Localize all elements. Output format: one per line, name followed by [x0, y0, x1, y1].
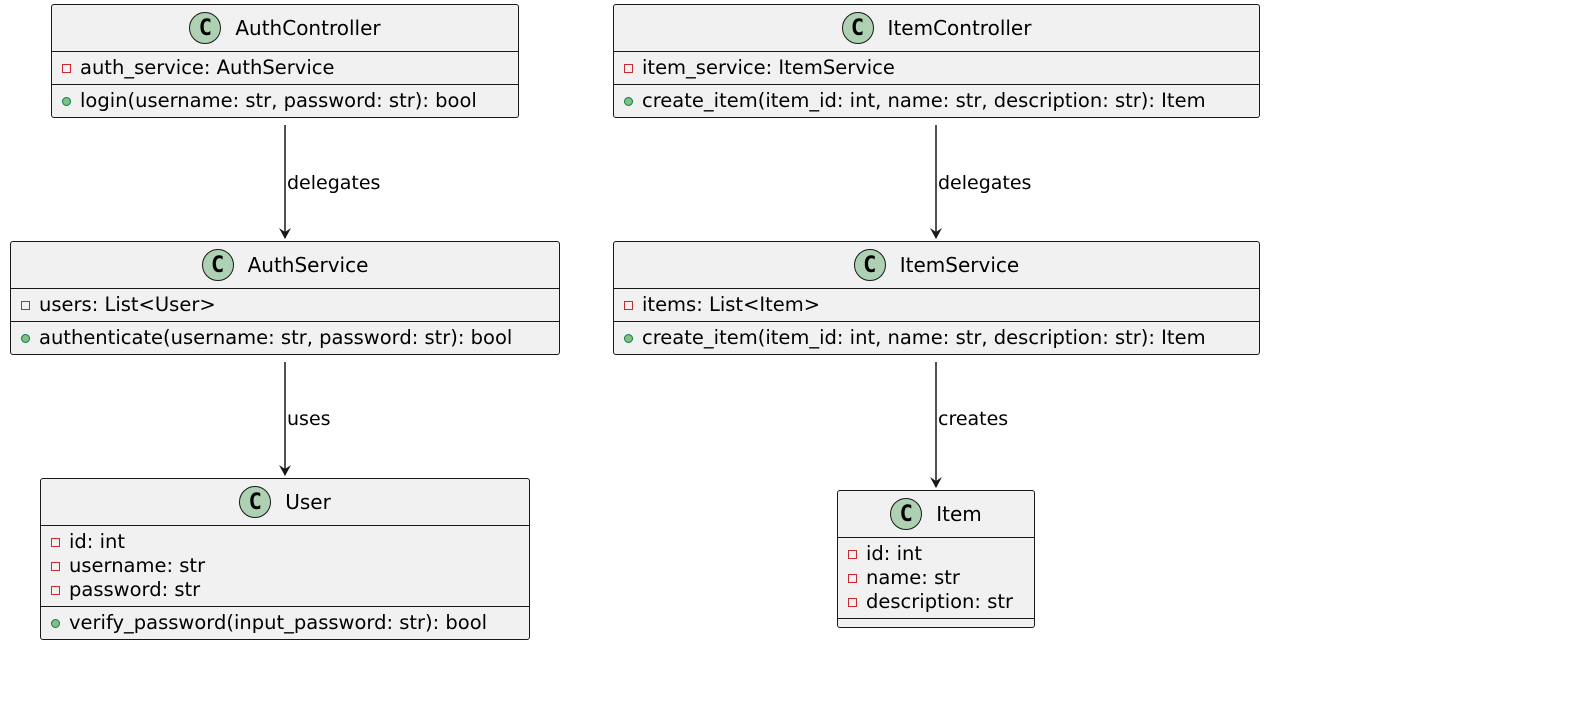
class-header: C User — [41, 479, 529, 526]
field-row: id: int — [848, 542, 1026, 566]
private-visibility-icon — [848, 597, 857, 607]
method-text: create_item(item_id: int, name: str, des… — [642, 326, 1206, 349]
relation-label-creates: creates — [938, 408, 1009, 430]
method-text: create_item(item_id: int, name: str, des… — [642, 89, 1206, 112]
methods-section: authenticate(username: str, password: st… — [11, 322, 559, 354]
method-text: authenticate(username: str, password: st… — [39, 326, 513, 349]
private-visibility-icon — [624, 63, 633, 73]
private-visibility-icon — [51, 561, 60, 571]
class-item-service[interactable]: C ItemService items: List<Item> create_i… — [613, 241, 1260, 355]
relation-label-uses: uses — [287, 408, 331, 430]
methods-section: login(username: str, password: str): boo… — [52, 85, 518, 117]
method-text: verify_password(input_password: str): bo… — [69, 611, 488, 634]
class-name: User — [285, 490, 331, 514]
fields-section: items: List<Item> — [614, 289, 1259, 322]
class-header: C AuthController — [52, 5, 518, 52]
method-row: verify_password(input_password: str): bo… — [51, 611, 521, 635]
class-auth-service[interactable]: C AuthService users: List<User> authenti… — [10, 241, 560, 355]
field-text: password: str — [69, 578, 201, 601]
field-text: users: List<User> — [39, 293, 216, 316]
field-row: auth_service: AuthService — [62, 56, 510, 80]
field-row: users: List<User> — [21, 293, 551, 317]
field-row: username: str — [51, 554, 521, 578]
field-text: item_service: ItemService — [642, 56, 895, 79]
class-header: C AuthService — [11, 242, 559, 289]
field-row: id: int — [51, 530, 521, 554]
class-auth-controller[interactable]: C AuthController auth_service: AuthServi… — [51, 4, 519, 118]
private-visibility-icon — [51, 537, 60, 547]
field-text: description: str — [866, 590, 1014, 613]
private-visibility-icon — [51, 585, 60, 595]
field-row: name: str — [848, 566, 1026, 590]
field-text: id: int — [69, 530, 125, 553]
class-item-controller[interactable]: C ItemController item_service: ItemServi… — [613, 4, 1260, 118]
fields-section: item_service: ItemService — [614, 52, 1259, 85]
method-row: login(username: str, password: str): boo… — [62, 89, 510, 113]
public-visibility-icon — [51, 618, 60, 628]
method-text: login(username: str, password: str): boo… — [80, 89, 477, 112]
class-icon: C — [841, 12, 874, 44]
class-name: ItemService — [899, 253, 1020, 277]
public-visibility-icon — [21, 333, 30, 343]
method-row: create_item(item_id: int, name: str, des… — [624, 326, 1251, 350]
field-text: id: int — [866, 542, 922, 565]
field-row: description: str — [848, 590, 1026, 614]
method-row: authenticate(username: str, password: st… — [21, 326, 551, 350]
field-text: username: str — [69, 554, 206, 577]
field-text: name: str — [866, 566, 960, 589]
class-icon: C — [853, 249, 886, 281]
methods-section — [838, 619, 1034, 627]
class-icon: C — [890, 498, 923, 530]
public-visibility-icon — [62, 96, 71, 106]
class-header: C Item — [838, 491, 1034, 538]
field-row: items: List<Item> — [624, 293, 1251, 317]
class-icon: C — [189, 12, 222, 44]
class-name: ItemController — [887, 16, 1032, 40]
class-icon: C — [201, 249, 234, 281]
class-icon: C — [239, 486, 272, 518]
field-row: password: str — [51, 578, 521, 602]
private-visibility-icon — [624, 300, 633, 310]
class-header: C ItemService — [614, 242, 1259, 289]
fields-section: users: List<User> — [11, 289, 559, 322]
fields-section: auth_service: AuthService — [52, 52, 518, 85]
methods-section: verify_password(input_password: str): bo… — [41, 607, 529, 639]
private-visibility-icon — [848, 549, 857, 559]
relation-label-delegates: delegates — [938, 172, 1032, 194]
field-text: auth_service: AuthService — [80, 56, 335, 79]
methods-section: create_item(item_id: int, name: str, des… — [614, 85, 1259, 117]
methods-section: create_item(item_id: int, name: str, des… — [614, 322, 1259, 354]
field-row: item_service: ItemService — [624, 56, 1251, 80]
public-visibility-icon — [624, 96, 633, 106]
class-name: AuthService — [247, 253, 369, 277]
method-row: create_item(item_id: int, name: str, des… — [624, 89, 1251, 113]
class-name: AuthController — [235, 16, 381, 40]
relation-label-delegates: delegates — [287, 172, 381, 194]
field-text: items: List<Item> — [642, 293, 821, 316]
private-visibility-icon — [21, 300, 30, 310]
class-header: C ItemController — [614, 5, 1259, 52]
public-visibility-icon — [624, 333, 633, 343]
private-visibility-icon — [62, 63, 71, 73]
class-name: Item — [936, 502, 982, 526]
private-visibility-icon — [848, 573, 857, 583]
